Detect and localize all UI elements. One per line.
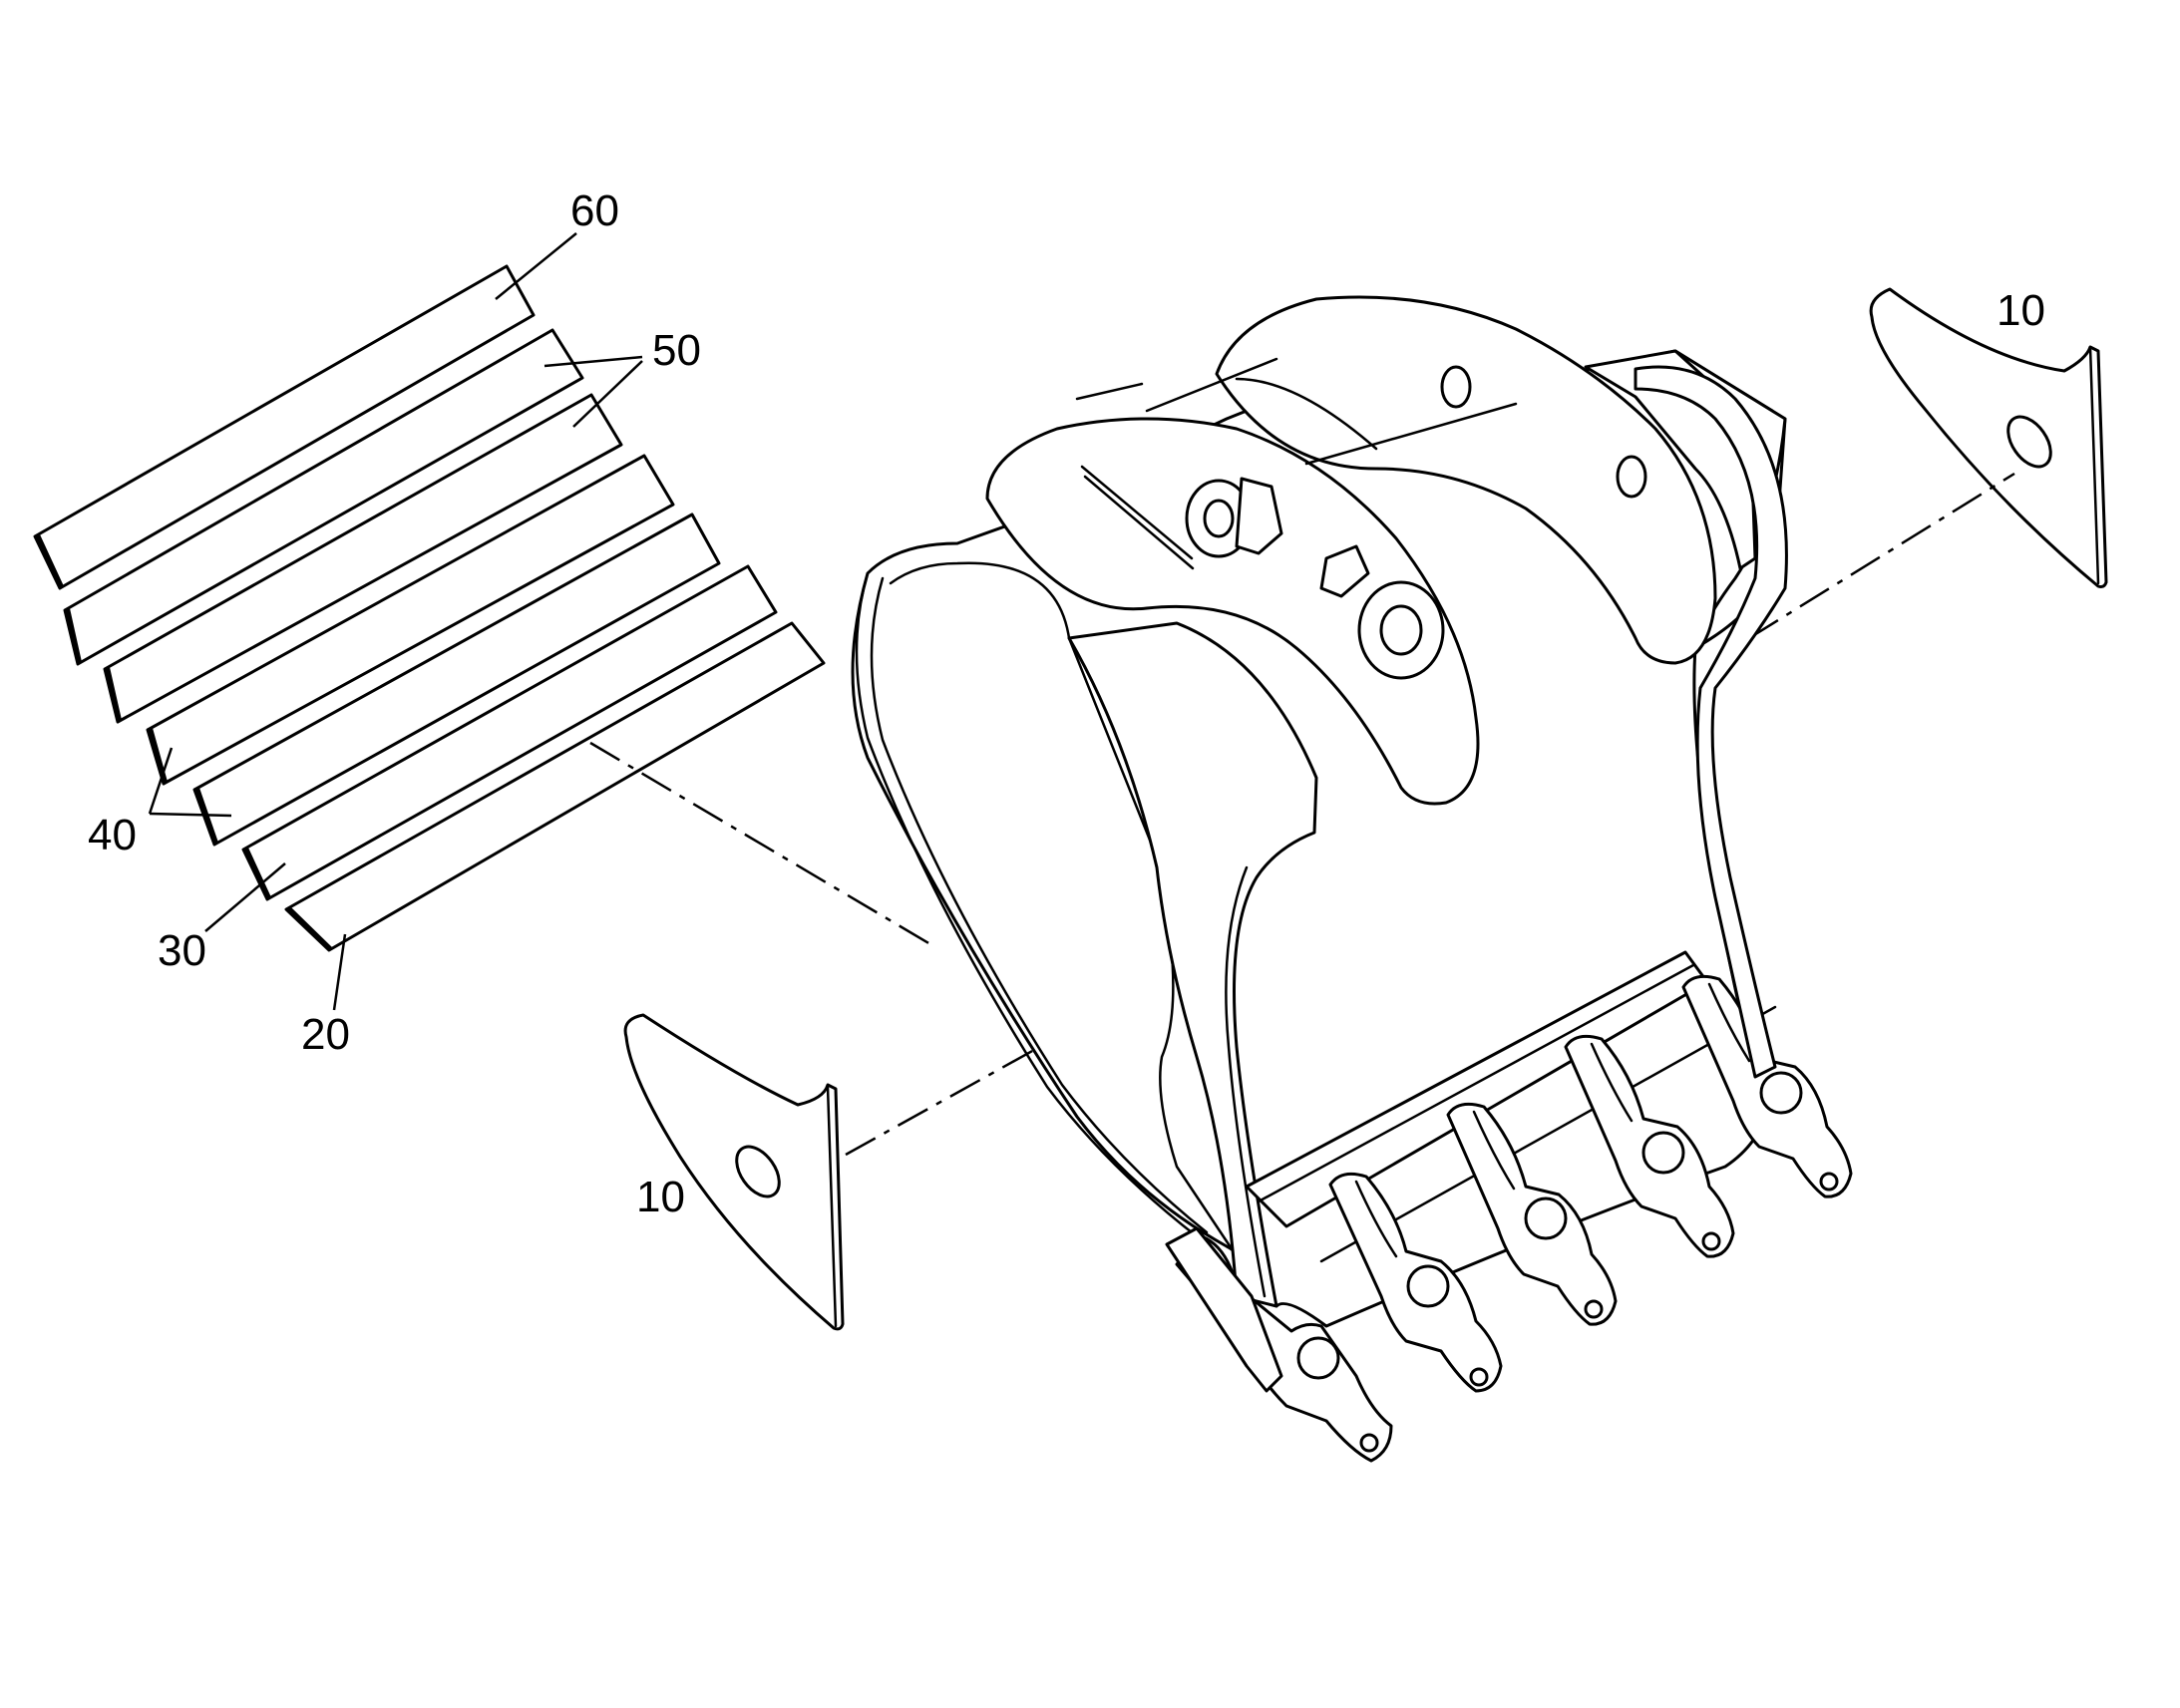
tooth-5 <box>1681 974 1853 1198</box>
label-40: 40 <box>88 811 137 859</box>
label-10-left: 10 <box>636 1173 685 1221</box>
leader-50-a <box>544 355 643 368</box>
plate-20 <box>284 621 826 952</box>
side-plate-right <box>1869 287 2108 588</box>
hinge-plate-front <box>985 417 1480 806</box>
tooth-3 <box>1446 1102 1618 1326</box>
label-10-right: 10 <box>1997 286 2045 335</box>
leader-40-a <box>148 747 174 815</box>
right-side-bracket <box>1634 365 1788 1079</box>
side-cutter <box>1165 1226 1283 1393</box>
leader-60 <box>495 232 577 300</box>
stamped-marking <box>1080 465 1195 570</box>
tooth-4 <box>1564 1034 1735 1258</box>
leader-30 <box>204 862 286 932</box>
layer-plate-stack <box>33 264 826 952</box>
label-50: 50 <box>652 326 701 375</box>
pin-boss-upper <box>1185 477 1283 558</box>
excavator-bucket <box>851 295 1853 1463</box>
plate-50-upper <box>63 328 584 666</box>
tooth-2 <box>1328 1172 1503 1393</box>
leader-50-b <box>572 360 643 428</box>
left-side-bracket <box>1067 621 1318 1308</box>
bucket-teeth <box>1165 974 1853 1463</box>
leader-40-b <box>149 812 232 818</box>
label-30: 30 <box>158 926 206 975</box>
leader-20 <box>332 933 347 1011</box>
plate-50-lower <box>103 393 623 724</box>
label-20: 20 <box>301 1010 350 1059</box>
plate-references: 60 50 40 30 20 <box>88 186 701 1059</box>
center-line-right-plate <box>1748 472 2015 640</box>
plate-30 <box>241 564 778 901</box>
center-line-plates <box>589 741 936 949</box>
plate-40-upper <box>146 454 675 786</box>
plate-60 <box>33 264 536 590</box>
pin-boss-lower <box>1319 544 1445 680</box>
label-60: 60 <box>570 186 619 235</box>
hinge-plate-rear <box>1215 295 1717 665</box>
side-plate-left <box>623 1013 845 1331</box>
